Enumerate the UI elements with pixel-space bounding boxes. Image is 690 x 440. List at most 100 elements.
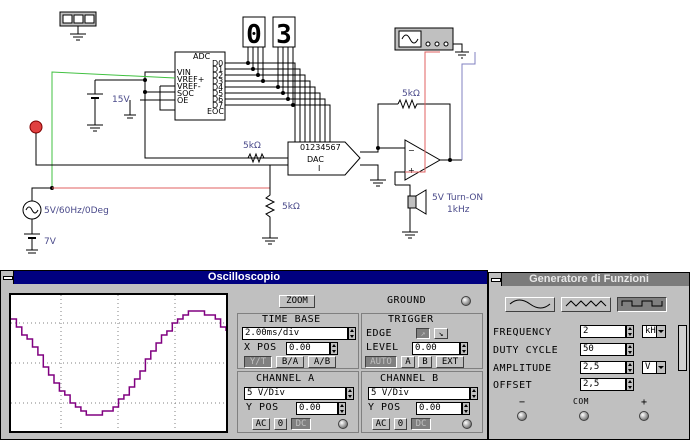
channel-a-zero-button[interactable]: 0: [274, 418, 287, 430]
xpos-spinner[interactable]: [330, 342, 338, 355]
channel-b-ypos-field[interactable]: 0.00: [416, 402, 462, 415]
dac-sub: I: [318, 164, 320, 173]
level-spinner[interactable]: [460, 342, 468, 355]
mode-yt-button[interactable]: Y/T: [244, 356, 272, 368]
mode-ab-button[interactable]: A/B: [308, 356, 336, 368]
amplitude-spinner[interactable]: [626, 361, 634, 374]
terminal-minus-label: −: [519, 397, 526, 408]
channel-b-ypos-label: Y POS: [368, 402, 401, 413]
offset-spinner[interactable]: [626, 378, 634, 391]
channel-a-ypos-field[interactable]: 0.00: [296, 402, 338, 415]
level-label: LEVEL: [366, 342, 399, 353]
waveform-sine-button[interactable]: [505, 297, 555, 312]
channel-a-terminal[interactable]: [338, 419, 348, 429]
amplitude-unit-value: V: [645, 362, 651, 372]
frequency-unit-value: kHz: [645, 326, 662, 336]
terminal-com[interactable]: [579, 411, 589, 421]
timebase-spinner[interactable]: [348, 327, 356, 340]
chevron-down-icon[interactable]: [656, 362, 665, 373]
edge-rising-button[interactable]: ↗: [416, 328, 430, 339]
adc-pin-label: D1: [212, 65, 223, 74]
amplitude-field[interactable]: 2,5: [580, 361, 626, 374]
waveform-square-button[interactable]: [617, 297, 667, 312]
channel-a-group: CHANNEL A 5 V/Div Y POS 0.00 AC 0 DC: [237, 371, 359, 433]
adc-pin-label: VREF+: [177, 75, 204, 84]
channel-a-vdiv-spinner[interactable]: [346, 387, 354, 400]
channel-b-vdiv-field[interactable]: 5 V/Div: [368, 387, 470, 400]
trigger-a-button[interactable]: A: [401, 356, 415, 368]
duty-cycle-field[interactable]: 50: [580, 343, 626, 356]
trigger-auto-button[interactable]: AUTO: [365, 356, 397, 368]
adc-pin-label: D0: [212, 59, 223, 68]
channel-b-ypos-spinner[interactable]: [462, 402, 470, 415]
amplitude-unit-select[interactable]: V: [642, 361, 666, 374]
adc-pin-label: OE: [177, 96, 188, 105]
buzzer-icon[interactable]: [407, 189, 427, 215]
timebase-field[interactable]: 2.00ms/div: [242, 327, 348, 340]
offset-field[interactable]: 2,5: [580, 378, 626, 391]
circuit-schematic: 0 3 ADC VIN VREF+ VREF- SOC OE D0 D1 D2 …: [22, 11, 483, 254]
adc-chip[interactable]: ADC VIN VREF+ VREF- SOC OE D0 D1 D2 D3 D…: [174, 51, 226, 121]
terminal-minus[interactable]: [517, 411, 527, 421]
chevron-down-icon[interactable]: [656, 326, 665, 337]
dac-pins: 01234567: [300, 143, 341, 152]
edge-falling-button[interactable]: ↘: [434, 328, 448, 339]
adc-pin-label: D3: [212, 77, 223, 86]
channel-a-ac-button[interactable]: AC: [252, 418, 270, 430]
channel-b-ac-button[interactable]: AC: [372, 418, 390, 430]
adc-pin-label: VIN: [177, 68, 191, 77]
dac-chip[interactable]: 01234567 DAC I: [287, 141, 361, 176]
function-generator-window[interactable]: Generatore di Funzioni FREQUENCY 2 kHz D…: [488, 272, 690, 440]
zoom-button[interactable]: ZOOM: [279, 295, 315, 308]
channel-a-ypos-spinner[interactable]: [338, 402, 346, 415]
oscilloscope-window[interactable]: Oscilloscopio ZOOM GROUND TIME BASE 2.00…: [0, 270, 488, 440]
display-digit-2: 3: [276, 20, 292, 50]
triangle-wave-icon: [565, 300, 607, 307]
timebase-title: TIME BASE: [262, 314, 321, 325]
generator-scrollbar[interactable]: [678, 325, 687, 371]
source-label: 5V/60Hz/0Deg: [44, 206, 109, 216]
terminal-com-label: COM: [573, 397, 589, 406]
offset-label: OFFSET: [493, 380, 533, 391]
trigger-title: TRIGGER: [388, 314, 434, 325]
channel-b-terminal[interactable]: [462, 419, 472, 429]
adc-pin-label: SOC: [177, 89, 194, 98]
generator-titlebar[interactable]: Generatore di Funzioni: [489, 273, 689, 286]
system-menu-icon[interactable]: [489, 273, 502, 286]
falling-edge-icon: ↘: [438, 329, 444, 338]
channel-a-title: CHANNEL A: [256, 373, 315, 384]
frequency-unit-select[interactable]: kHz: [642, 325, 666, 338]
terminal-plus-label: +: [641, 397, 648, 408]
channel-b-dc-button[interactable]: DC: [411, 418, 431, 430]
dac-title: DAC: [307, 155, 324, 164]
xpos-field[interactable]: 0.00: [286, 342, 330, 355]
channel-b-zero-button[interactable]: 0: [394, 418, 407, 430]
trigger-b-button[interactable]: B: [418, 356, 432, 368]
channel-b-vdiv-spinner[interactable]: [470, 387, 478, 400]
battery-label: 15V: [112, 95, 130, 105]
frequency-spinner[interactable]: [626, 325, 634, 338]
resistor-label-1: 5kΩ: [243, 141, 261, 151]
oscilloscope-titlebar[interactable]: Oscilloscopio: [1, 271, 487, 284]
channel-a-vdiv-field[interactable]: 5 V/Div: [244, 387, 346, 400]
buzzer-label: 5V Turn-ON: [432, 193, 483, 203]
buzzer-freq-label: 1kHz: [447, 205, 470, 215]
duty-cycle-spinner[interactable]: [626, 343, 634, 356]
system-menu-icon[interactable]: [1, 271, 14, 284]
ground-label: GROUND: [387, 295, 427, 306]
adc-pin-label: D5: [212, 89, 223, 98]
multimeter-icon[interactable]: [59, 11, 97, 27]
display-digit-1: 0: [246, 20, 262, 50]
frequency-field[interactable]: 2: [580, 325, 626, 338]
trigger-ext-button[interactable]: EXT: [436, 356, 464, 368]
adc-pin-label: EOC: [207, 107, 224, 116]
adc-pin-label: D6: [212, 95, 223, 104]
waveform-triangle-button[interactable]: [561, 297, 611, 312]
mode-ba-button[interactable]: B/A: [276, 356, 304, 368]
adc-title: ADC: [193, 52, 211, 61]
level-field[interactable]: 0.00: [412, 342, 460, 355]
ground-terminal[interactable]: [461, 296, 471, 306]
channel-a-dc-button[interactable]: DC: [291, 418, 311, 430]
oscilloscope-icon[interactable]: [394, 27, 454, 51]
terminal-plus[interactable]: [639, 411, 649, 421]
